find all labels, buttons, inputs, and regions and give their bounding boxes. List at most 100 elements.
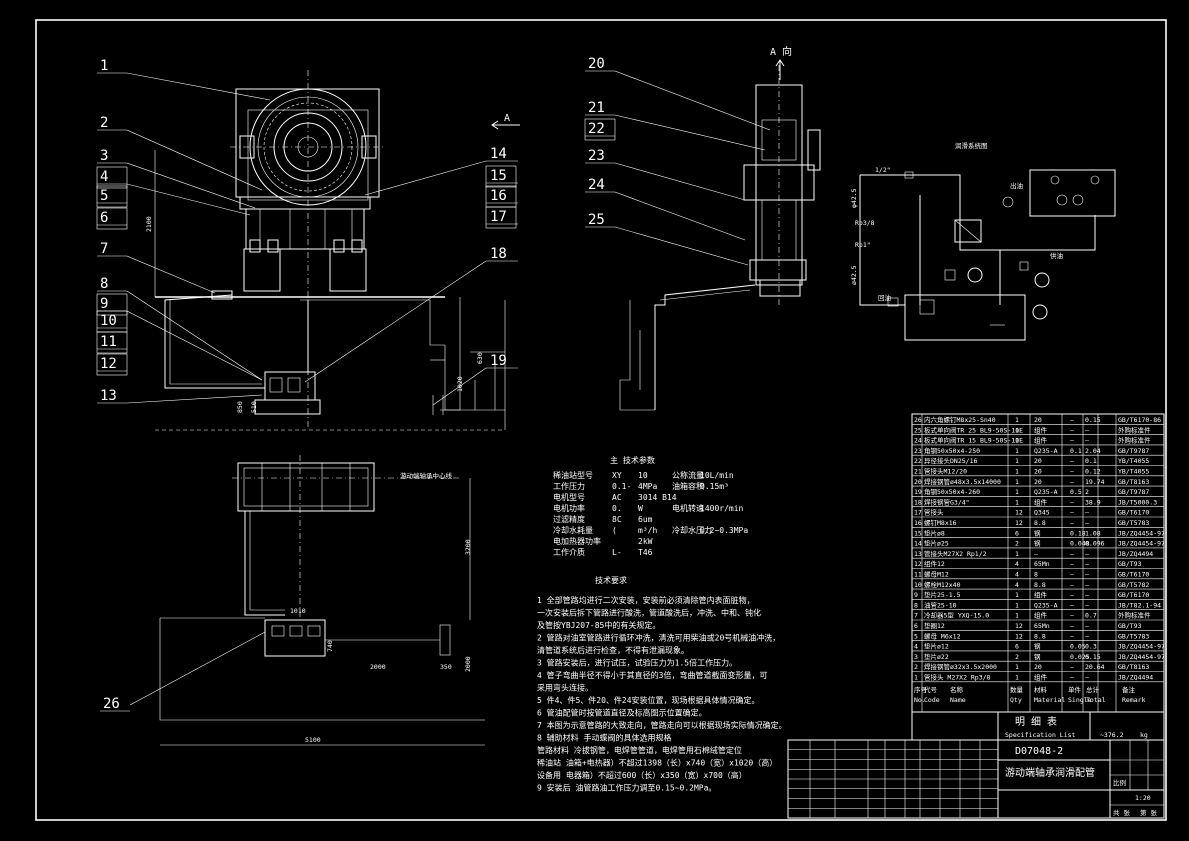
parts-cell: 1 <box>1015 498 1019 506</box>
tech-param-cell: 电加热器功率 <box>553 536 601 546</box>
parts-cell: 1 <box>1015 437 1019 445</box>
parts-cell: 1 <box>1015 478 1019 486</box>
parts-cell: 垫片ø25 <box>924 539 949 548</box>
oil-station <box>264 371 316 401</box>
parts-cell: 7 <box>914 612 918 620</box>
parts-cell: 1 <box>1015 663 1019 671</box>
tech-req-line: 管路材料 冷拔钢管，电焊管管道，电焊管用石棉绒管定位 <box>537 745 742 755</box>
hyd-label-4: ø42.5 <box>850 265 858 285</box>
side-housing <box>755 84 803 286</box>
dim-2100: 2100 <box>145 216 153 232</box>
tech-req-line: 采用弯头连接。 <box>537 683 593 693</box>
tech-param-cell: 工作介质 <box>553 547 585 557</box>
tech-param-cell: 0.2~0.3MPa <box>700 526 748 535</box>
tech-param-cell: 公称流量 <box>672 470 704 480</box>
parts-header-en: Total <box>1086 696 1106 704</box>
parts-header: 数量 <box>1010 685 1024 694</box>
parts-cell: — <box>1070 560 1074 568</box>
tech-param-cell: W <box>638 504 643 513</box>
control-box <box>1029 169 1116 217</box>
parts-cell: 油管25-10 <box>924 600 957 609</box>
parts-cell: — <box>1085 622 1089 630</box>
parts-cell: 0.15 <box>1085 653 1101 661</box>
title-block: 明 细 表 Specification List ~376.2 kg D0704… <box>787 711 1165 819</box>
balloon-14: 14 <box>490 146 507 162</box>
parts-cell: 外购标准件 <box>1118 425 1151 434</box>
parts-cell: 0.048 <box>1070 540 1090 548</box>
oil-tank <box>904 294 1026 341</box>
spec-title-en: Specification List <box>1005 731 1076 739</box>
parts-cell: 管接头M12/20 <box>924 467 967 476</box>
parts-cell: — <box>1085 426 1089 434</box>
parts-cell: — <box>1070 601 1074 609</box>
tech-param-cell: 电机功率 <box>553 503 585 513</box>
parts-cell: JB/ZQ4494 <box>1118 674 1153 682</box>
parts-cell: 21 <box>914 468 922 476</box>
return-pipe <box>164 294 265 389</box>
parts-cell: 垫片25-1.5 <box>924 590 961 599</box>
parts-cell: 螺母M12 <box>924 570 949 579</box>
balloon-19: 19 <box>490 353 507 369</box>
parts-cell: 12 <box>914 560 922 568</box>
parts-cell: GB/T6170 <box>1118 591 1149 599</box>
parts-cell: 1 <box>914 674 918 682</box>
parts-cell: — <box>1070 571 1074 579</box>
sheet-count: 共 张 <box>1113 808 1130 817</box>
view-a-label: A 向 <box>770 45 792 58</box>
parts-cell: 18 <box>914 498 922 506</box>
parts-cell: 管接头M27X2 Rp1/2 <box>924 549 987 558</box>
parts-cell: 钢 <box>1034 643 1041 651</box>
tech-param-cell: 1400r/min <box>700 504 744 513</box>
parts-header: 名称 <box>950 685 964 694</box>
parts-cell: GB/T9787 <box>1118 488 1149 496</box>
parts-cell: — <box>1070 478 1074 486</box>
tech-param-cell: 0.15m³ <box>700 482 729 491</box>
parts-cell: 2.04 <box>1085 447 1101 455</box>
parts-cell: — <box>1070 519 1074 527</box>
parts-cell: 垫片ø22 <box>924 652 949 661</box>
tech-req-line: 清管道系统后进行检查，不得有泄漏现象。 <box>537 645 689 655</box>
dim-3200: 3200 <box>464 539 472 555</box>
parts-cell: 1 <box>1015 416 1019 424</box>
parts-cell: GB/T5782 <box>1118 581 1149 589</box>
balloon-9: 9 <box>100 296 108 312</box>
parts-cell: GB/T6170 <box>1118 509 1149 517</box>
drawing-number: D07048-2 <box>1015 746 1063 757</box>
parts-cell: 0.18 <box>1070 529 1086 537</box>
balloon-13: 13 <box>100 388 117 404</box>
balloon-17: 17 <box>490 209 507 225</box>
tech-params-title: 主 技术参数 <box>610 455 655 465</box>
balloon-20: 20 <box>588 56 605 72</box>
parts-cell: 20 <box>1034 468 1042 476</box>
tech-param-cell: 冷却水压力 <box>672 525 712 535</box>
view-a-arrow: A <box>504 113 510 124</box>
parts-cell: 组件 <box>1034 436 1048 445</box>
parts-header: 备注 <box>1122 685 1136 694</box>
parts-cell: 钢 <box>1034 540 1041 548</box>
parts-cell: Q235-A <box>1034 601 1058 609</box>
parts-cell: 20 <box>1034 416 1042 424</box>
tech-req-line: 1 全部管路均进行二次安装，安装前必须清除管内表面脏物， <box>537 595 755 605</box>
parts-cell: — <box>1070 591 1074 599</box>
parts-cell: — <box>1070 550 1074 558</box>
dim-1020: 1020 <box>456 376 464 392</box>
parts-cell: — <box>1070 663 1074 671</box>
parts-cell: 20 <box>914 478 922 486</box>
tech-param-cell: 0.1- <box>612 482 631 491</box>
parts-cell: 16 <box>914 519 922 527</box>
tech-param-cell: XY <box>612 471 622 480</box>
parts-cell: Q235-A <box>1034 447 1058 455</box>
parts-header-en: Name <box>950 696 966 704</box>
parts-cell: 10 <box>914 581 922 589</box>
parts-cell: — <box>1070 622 1074 630</box>
tech-req-line: 5 件4、件5、件20、件24安装位置，现场根据具体情况确定。 <box>537 695 760 705</box>
parts-cell: — <box>1085 571 1089 579</box>
parts-cell: Q235-A <box>1034 488 1058 496</box>
parts-cell: 0.7 <box>1085 612 1097 620</box>
parts-header: 材料 <box>1034 685 1048 694</box>
parts-cell: 板式单向阀TR 15 BL9-50S-10E <box>924 436 1023 445</box>
